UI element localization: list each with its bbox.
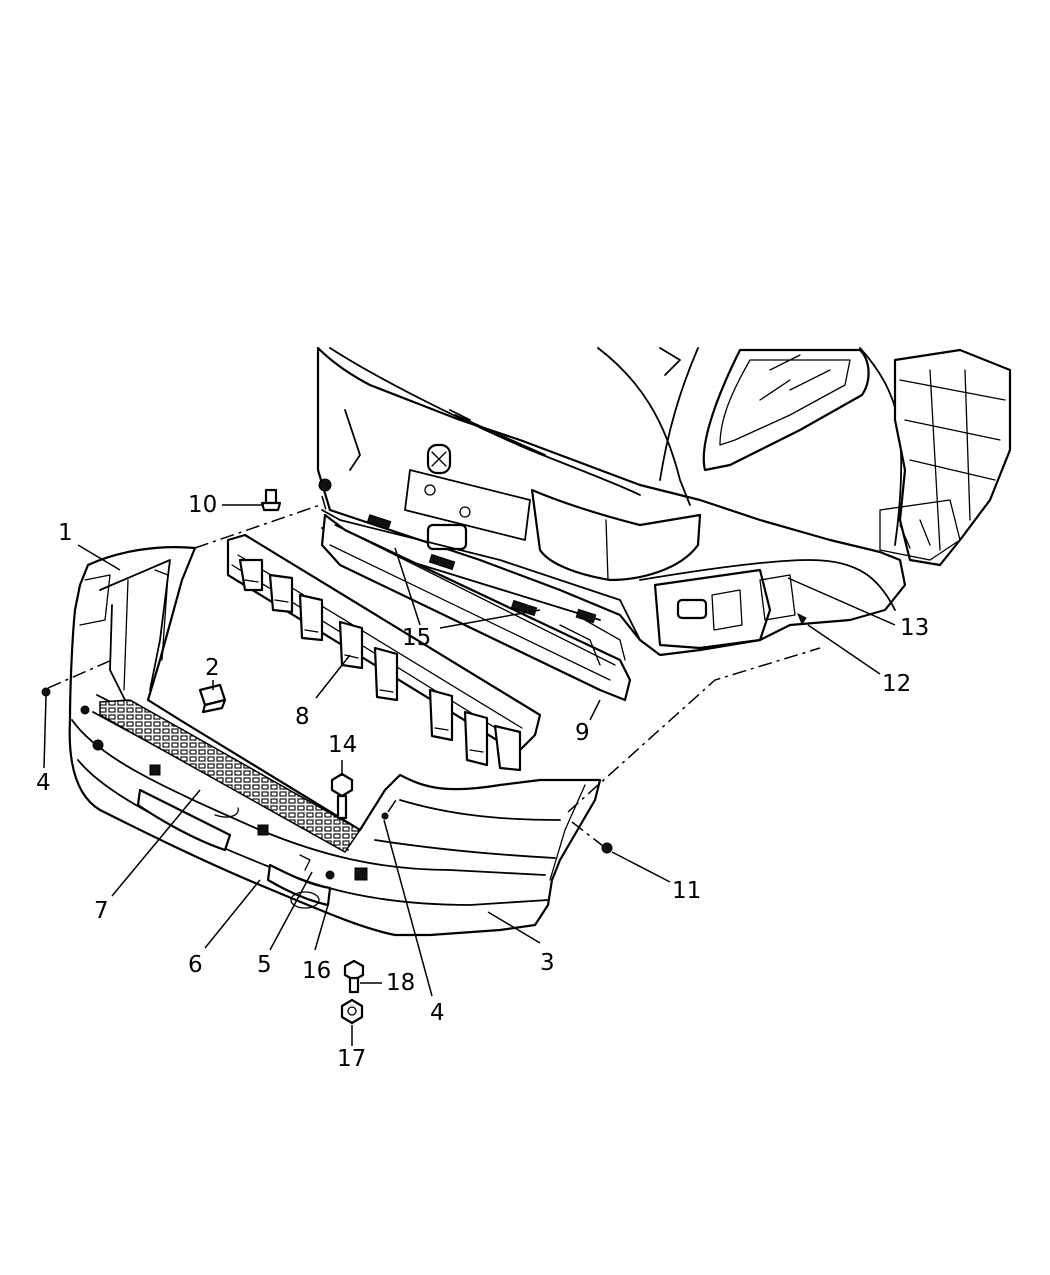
- callout-15: 15: [402, 625, 431, 651]
- callout-2: 2: [205, 655, 220, 681]
- callout-6: 6: [188, 952, 203, 978]
- bolt-part-18: [343, 959, 365, 994]
- callouts: 1 2 3 4 4 5 6 7 8 9 10 11 12 13 14 15 16…: [36, 492, 929, 1072]
- vehicle-rear-body: [316, 346, 1012, 657]
- callout-16: 16: [302, 958, 331, 984]
- push-pin-4-left: [41, 687, 51, 697]
- bolt-part-14: [330, 772, 354, 820]
- callout-8: 8: [295, 704, 310, 730]
- bolt-part-10: [260, 488, 282, 512]
- nut-part-17: [340, 998, 364, 1025]
- callout-3: 3: [540, 950, 555, 976]
- callout-1: 1: [58, 520, 73, 546]
- callout-10: 10: [188, 492, 217, 518]
- callout-5: 5: [257, 952, 272, 978]
- callout-4-left: 4: [36, 770, 51, 796]
- callout-14: 14: [328, 732, 357, 758]
- callout-9: 9: [575, 720, 590, 746]
- callout-17: 17: [337, 1046, 366, 1072]
- callout-12: 12: [882, 671, 911, 697]
- callout-11: 11: [672, 878, 701, 904]
- energy-absorber: [226, 533, 542, 772]
- callout-7: 7: [94, 898, 109, 924]
- callout-13: 13: [900, 615, 929, 641]
- fastener-part-12: [797, 612, 807, 626]
- callout-4-center: 4: [430, 1000, 445, 1026]
- leader-lines: [43, 504, 896, 1046]
- push-pin-4-center: [381, 812, 389, 820]
- rear-bumper-fascia: [68, 546, 602, 937]
- callout-18: 18: [386, 970, 415, 996]
- screw-part-11: [601, 842, 613, 854]
- assembly-lines: [47, 495, 821, 847]
